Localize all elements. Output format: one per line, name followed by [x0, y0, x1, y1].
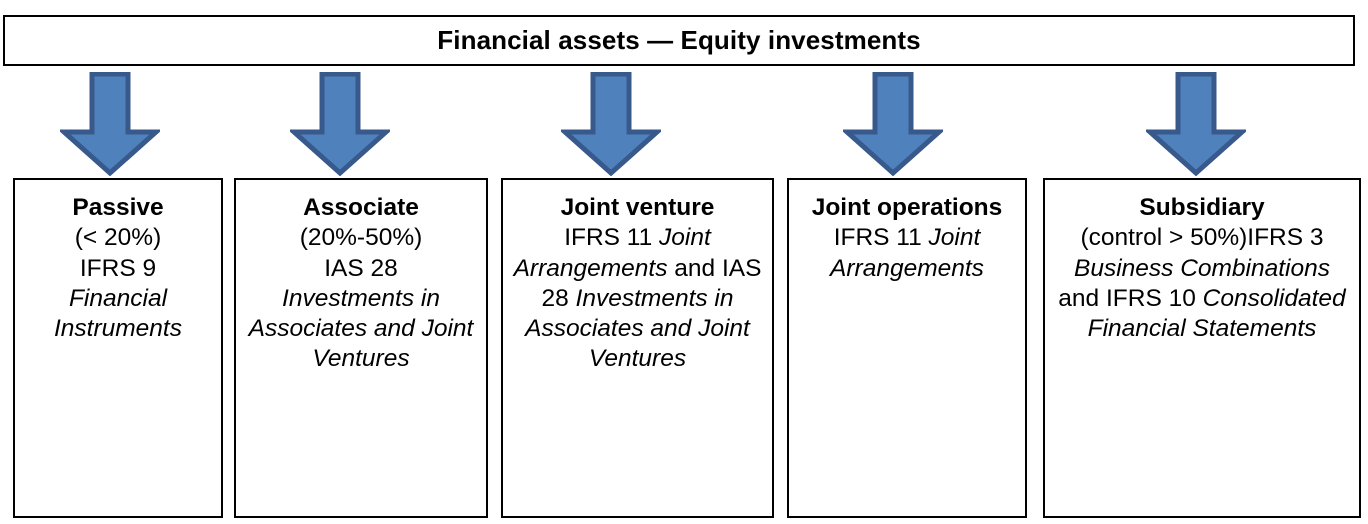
- standard-fragment: IAS 28: [324, 254, 398, 282]
- arrow-to-passive-icon: [60, 72, 160, 176]
- category-box-subsidiary[interactable]: Subsidiary(control > 50%)IFRS 3 Business…: [1043, 178, 1361, 518]
- category-title-joint-venture: Joint venture: [560, 194, 715, 221]
- standard-fragment: and IFRS 10: [1058, 284, 1203, 312]
- standard-fragment: Investments in Associates and Joint Vent…: [525, 284, 750, 373]
- standard-fragment: IFRS 3: [1247, 224, 1324, 252]
- standard-fragment: (< 20%): [74, 224, 162, 252]
- category-title-associate: Associate: [303, 194, 419, 221]
- standard-fragment: IFRS 9: [79, 254, 157, 282]
- standard-fragment: and IAS 28: [541, 254, 762, 312]
- diagram-title-box: Financial assets — Equity investments: [3, 15, 1355, 66]
- category-standards-subsidiary: (control > 50%)IFRS 3 Business Combinati…: [1051, 223, 1353, 344]
- standard-fragment: Joint Arrangements: [513, 224, 711, 282]
- standard-fragment: Consolidated Financial Statements: [1087, 284, 1346, 342]
- standard-fragment: IFRS 11: [564, 224, 660, 252]
- category-standards-joint-venture: IFRS 11 Joint Arrangements and IAS 28 In…: [509, 223, 766, 374]
- standard-fragment: (20%-50%): [299, 224, 423, 252]
- standard-fragment: IFRS 11: [833, 224, 929, 252]
- arrow-to-joint-venture-icon: [561, 72, 661, 176]
- standard-fragment: Joint Arrangements: [830, 224, 984, 282]
- category-title-subsidiary: Subsidiary: [1139, 194, 1265, 221]
- arrow-to-associate-icon: [290, 72, 390, 176]
- standard-fragment: Business Combinations: [1073, 254, 1331, 282]
- category-title-joint-operations: Joint operations: [811, 194, 1003, 221]
- standard-fragment: (control > 50%): [1080, 224, 1248, 252]
- category-standards-joint-operations: IFRS 11 Joint Arrangements: [795, 223, 1019, 284]
- arrow-to-subsidiary-icon: [1146, 72, 1246, 176]
- arrow-to-joint-operations-icon: [843, 72, 943, 176]
- page-title: Financial assets — Equity investments: [437, 25, 921, 55]
- standard-fragment: Investments in Associates and Joint Vent…: [248, 284, 474, 373]
- standard-fragment: Financial Instruments: [54, 284, 182, 342]
- category-title-passive: Passive: [72, 194, 164, 221]
